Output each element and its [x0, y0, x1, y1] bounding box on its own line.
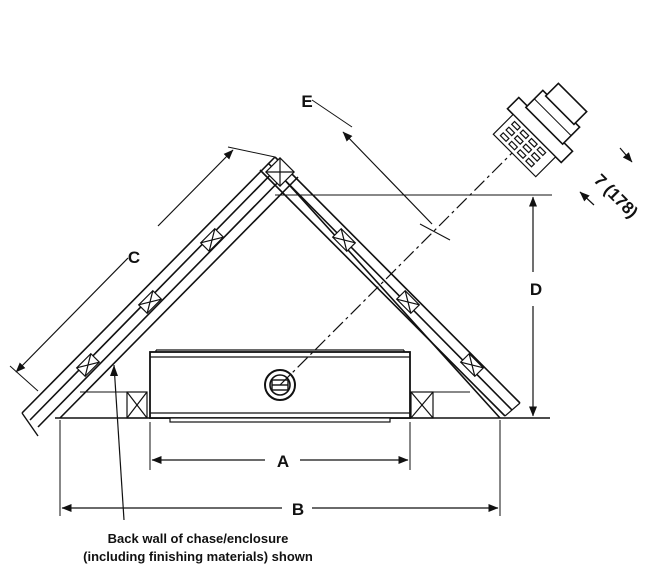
dimension-c-label: C: [128, 248, 140, 267]
caption-leader: [113, 364, 125, 521]
dimension-c: [9, 146, 276, 392]
caption-line-2: (including finishing materials) shown: [83, 549, 313, 564]
vent-termination-icon: [492, 82, 588, 178]
dimension-b: [59, 420, 501, 516]
caption-leader-arrow: [110, 365, 118, 376]
dimension-a-label: A: [277, 452, 289, 471]
dimension-vent: [579, 147, 633, 206]
dimension-d: [275, 194, 552, 417]
dimension-vent-label: 7 (178): [590, 170, 642, 222]
dimension-e-label: E: [301, 92, 312, 111]
left-wall: [21, 156, 299, 437]
vent-centerline: [279, 144, 521, 386]
dimension-e: [311, 99, 451, 241]
wall-studs: [75, 157, 485, 419]
caption-line-1: Back wall of chase/enclosure: [108, 531, 289, 546]
dimension-b-label: B: [292, 500, 304, 519]
dimension-d-label: D: [530, 280, 542, 299]
dimension-a: [149, 422, 411, 470]
